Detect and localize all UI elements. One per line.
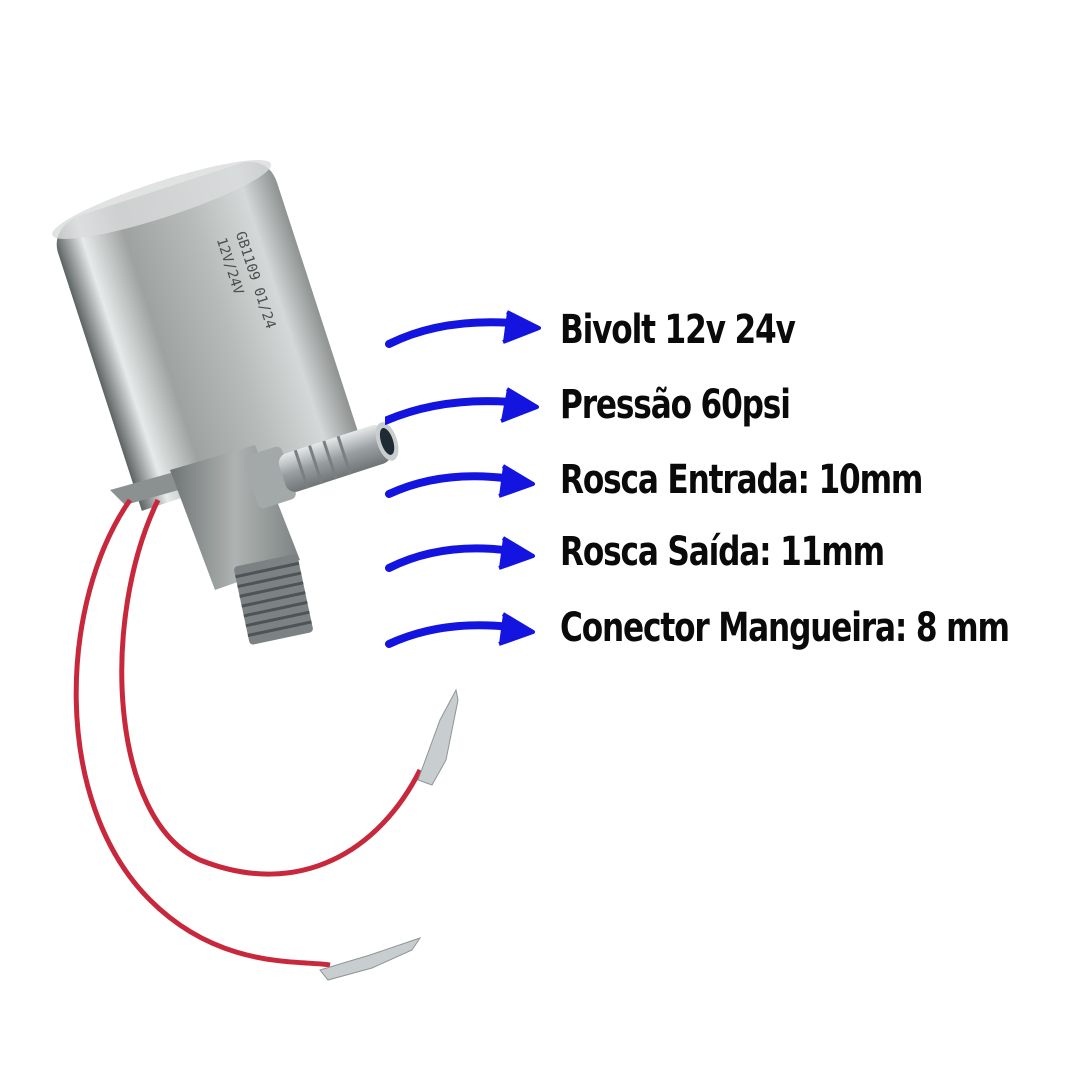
spec-inlet-thread: Rosca Entrada: 10mm [385,450,1075,510]
spec-label: Rosca Saída: 11mm [560,529,885,575]
arrow-right-icon [385,536,535,572]
arrow-right-icon [385,464,535,498]
spec-pressure: Pressão 60psi [385,375,1075,435]
spec-outlet-thread: Rosca Saída: 11mm [385,522,1075,582]
spec-label: Bivolt 12v 24v [560,307,796,353]
coil-housing: 12V/24V GB1109 01/24 [52,160,361,511]
spec-hose-connector: Conector Mangueira: 8 mm [385,598,1075,658]
spec-label: Rosca Entrada: 10mm [560,457,923,503]
spec-voltage: Bivolt 12v 24v [385,300,1075,360]
arrow-right-icon [385,612,535,648]
arrow-right-icon [385,310,541,348]
spec-label: Pressão 60psi [560,382,791,428]
arrow-right-icon [385,387,539,425]
spec-label: Conector Mangueira: 8 mm [560,605,1010,651]
